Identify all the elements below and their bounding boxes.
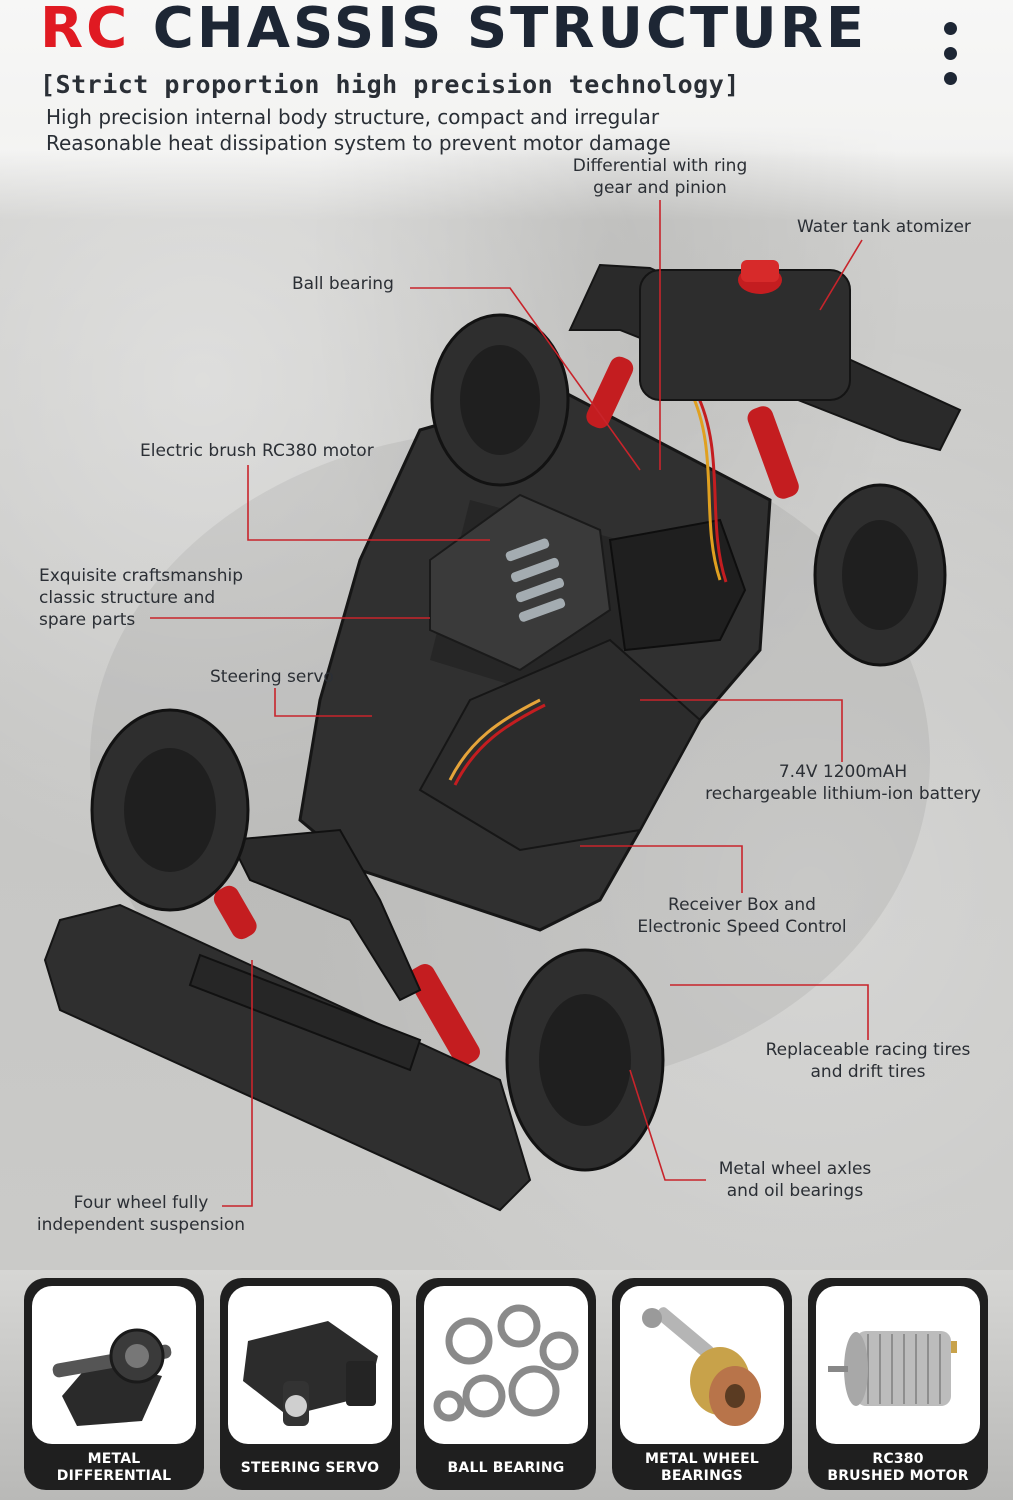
callout-motor: Electric brush RC380 motor — [140, 441, 374, 461]
leader-lines — [150, 200, 869, 1207]
steering-servo-icon — [228, 1286, 392, 1444]
intro-line: Reasonable heat dissipation system to pr… — [46, 131, 671, 155]
feature-card-steering-servo: STEERING SERVO — [220, 1278, 400, 1490]
ball-bearing-icon — [424, 1286, 588, 1444]
callout-water-tank: Water tank atomizer — [797, 217, 971, 237]
callout-ball-bearing: Ball bearing — [292, 274, 394, 294]
header-band — [0, 0, 1013, 158]
feature-label: BALL BEARING — [447, 1459, 565, 1476]
rc-car-chassis-image — [43, 260, 962, 1212]
page-subtitle: [Strict proportion high precision techno… — [40, 70, 740, 99]
title-main: CHASSIS STRUCTURE — [152, 0, 868, 61]
feature-label: RC380 BRUSHED MOTOR — [827, 1451, 969, 1484]
intro-text: High precision internal body structure, … — [46, 104, 671, 156]
feature-label: STEERING SERVO — [240, 1459, 380, 1476]
differential-icon — [32, 1286, 196, 1444]
wheel-bearing-icon — [620, 1286, 784, 1444]
feature-card-differential: METAL DIFFERENTIAL — [24, 1278, 204, 1490]
callout-steering-servo: Steering servo — [210, 667, 334, 687]
feature-card-wheel-bearings: METAL WHEEL BEARINGS — [612, 1278, 792, 1490]
feature-card-ball-bearing: BALL BEARING — [416, 1278, 596, 1490]
feature-strip: METAL DIFFERENTIAL STEERING SERVO — [0, 1270, 1013, 1500]
title-accent: RC — [40, 0, 131, 61]
product-infographic: RC CHASSIS STRUCTURE [Strict proportion … — [0, 0, 1013, 1270]
feature-label: METAL WHEEL BEARINGS — [645, 1451, 759, 1484]
feature-label: METAL DIFFERENTIAL — [56, 1451, 172, 1484]
brushed-motor-icon — [816, 1286, 980, 1444]
more-dots-icon — [944, 22, 960, 85]
intro-line: High precision internal body structure, … — [46, 105, 660, 129]
feature-card-brushed-motor: RC380 BRUSHED MOTOR — [808, 1278, 988, 1490]
page-title: RC CHASSIS STRUCTURE — [40, 0, 867, 61]
